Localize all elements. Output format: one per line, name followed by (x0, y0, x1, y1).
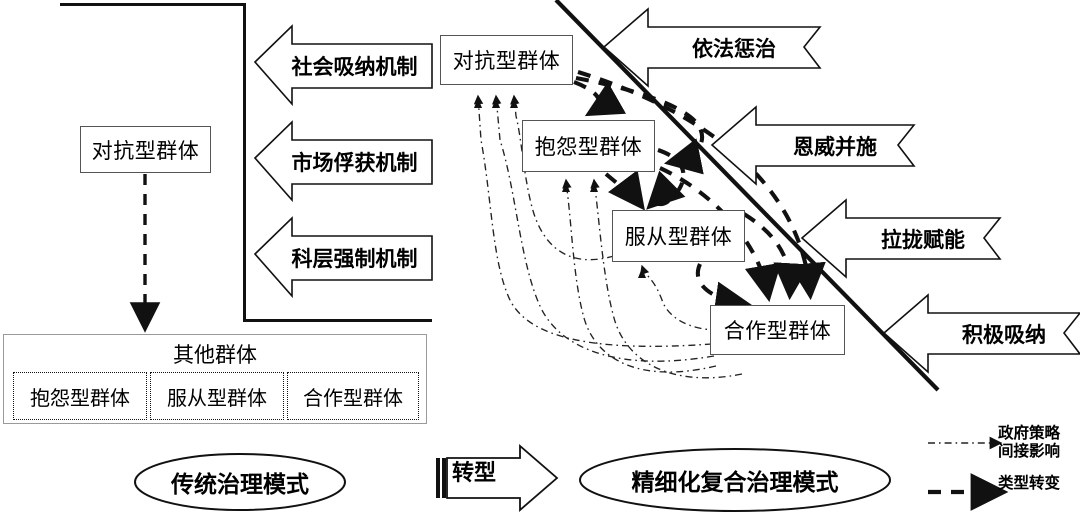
legend-type-change: 类型转变 (998, 474, 1061, 492)
strategy-label: 依法惩治 (692, 36, 776, 61)
subgroup-label: 服从型群体 (167, 385, 267, 410)
subgroup-box-obedient[interactable]: 服从型群体 (150, 372, 284, 420)
mode-label-text: 传统治理模式 (171, 472, 309, 498)
legend-line-2: 间接影响 (998, 442, 1061, 460)
transform-arrow-label: 转型 (452, 461, 497, 486)
right-group-label: 服从型群体 (624, 225, 733, 249)
mechanism-banner-social-absorption[interactable]: 社会吸纳机制 (255, 44, 432, 88)
mode-label-traditional: 传统治理模式 (135, 454, 345, 510)
type-change-curves (573, 70, 826, 319)
mechanism-banner-market-capture[interactable]: 市场俘获机制 (255, 140, 432, 184)
strategy-banner-coopt-empower[interactable]: 拉拢赋能 (846, 218, 1000, 259)
right-group-box-cooperative[interactable]: 合作型群体 (710, 305, 845, 355)
subgroup-box-cooperative[interactable]: 合作型群体 (287, 372, 419, 420)
left-frame-right-edge (243, 3, 246, 322)
mechanism-banner-bureaucratic-coercion[interactable]: 科层强制机制 (255, 236, 432, 280)
right-group-box-complaining[interactable]: 抱怨型群体 (522, 120, 655, 172)
legend-indirect-influence: 政府策略 间接影响 (998, 424, 1060, 460)
strategy-label: 积极吸纳 (962, 322, 1046, 347)
subgroup-box-complaining[interactable]: 抱怨型群体 (13, 372, 147, 420)
strategy-label: 恩威并施 (793, 134, 877, 159)
mode-label-refined-composite: 精细化复合治理模式 (580, 449, 890, 511)
strategy-banner-active-absorption[interactable]: 积极吸纳 (928, 313, 1080, 354)
right-group-box-antagonistic[interactable]: 对抗型群体 (440, 35, 573, 85)
mode-label-text: 精细化复合治理模式 (631, 470, 839, 496)
right-group-label: 对抗型群体 (452, 49, 561, 73)
left-frame-top-edge (60, 3, 246, 6)
left-frame-bottom-edge (243, 319, 432, 322)
subgroup-label: 抱怨型群体 (30, 385, 130, 410)
other-groups-title: 其他群体 (173, 343, 257, 367)
legend-line-1: 政府策略 (998, 424, 1061, 442)
right-group-box-obedient[interactable]: 服从型群体 (612, 210, 745, 262)
strategy-banner-punish-by-law[interactable]: 依法惩治 (648, 27, 820, 68)
other-groups-container[interactable]: 其他群体 抱怨型群体 服从型群体 合作型群体 (3, 334, 427, 424)
left-group-label: 对抗型群体 (91, 138, 200, 163)
left-group-box-antagonistic[interactable]: 对抗型群体 (80, 126, 211, 173)
subgroup-label: 合作型群体 (303, 385, 403, 410)
right-group-label: 合作型群体 (723, 319, 832, 343)
mechanism-label: 市场俘获机制 (291, 151, 418, 175)
mechanism-label: 科层强制机制 (291, 247, 418, 271)
right-group-label: 抱怨型群体 (534, 135, 643, 159)
mechanism-label: 社会吸纳机制 (291, 55, 418, 79)
legend: 政府策略 间接影响 类型转变 (918, 424, 1080, 514)
strategy-label: 拉拢赋能 (881, 227, 965, 252)
strategy-banner-carrot-and-stick[interactable]: 恩威并施 (756, 125, 914, 166)
